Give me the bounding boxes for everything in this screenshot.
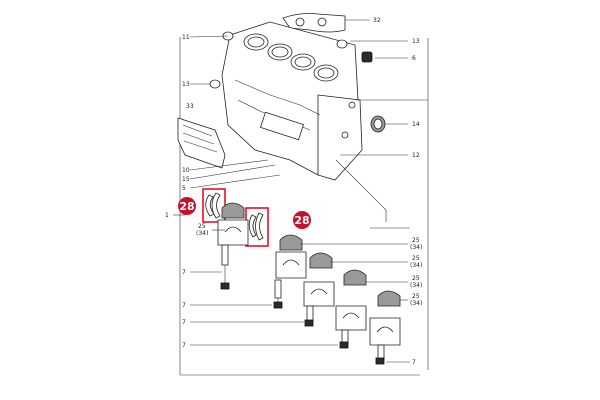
cylinder-block [221,21,410,229]
label-25-e: 25 [412,293,420,300]
label-11: 11 [182,34,190,41]
bearing-leader-lines [190,229,410,363]
bearing-cap-5 [369,290,401,365]
label-7-c: 7 [182,319,186,326]
label-6: 6 [412,55,416,62]
label-33: 33 [186,103,194,110]
label-25-c: 25 [412,255,420,262]
label-7-d: 7 [182,342,186,349]
thrust-washer-left [205,192,221,219]
callout-left-number: 28 [179,200,194,213]
label-34-b: (34) [410,244,422,251]
label-12: 12 [412,152,420,159]
label-15: 15 [182,176,190,183]
bearing-cap-2 [273,234,307,309]
callout-badge-right: 28 [293,211,311,229]
head-gasket-fragment [282,13,370,33]
label-13-left: 13 [182,81,190,88]
thrust-washer-right [248,212,264,241]
label-34-a: (34) [196,230,208,237]
label-1: 1 [165,212,169,219]
label-10: 10 [182,167,190,174]
label-34-e: (34) [410,300,422,307]
bearing-cap-1 [217,202,249,290]
label-34-c: (34) [410,262,422,269]
callout-right-number: 28 [294,214,309,227]
label-14: 14 [412,121,420,128]
label-5: 5 [182,185,186,192]
part-33-bracket [177,117,226,169]
label-32: 32 [373,17,381,24]
label-7-a: 7 [182,269,186,276]
bearing-cap-3 [303,252,335,327]
label-25-b: 25 [412,237,420,244]
bearing-cap-4 [335,269,367,349]
label-34-d: (34) [410,282,422,289]
label-25-a: 25 [198,223,206,230]
label-25-d: 25 [412,275,420,282]
leader-lines [189,35,428,189]
label-7-e: 7 [412,359,416,366]
callout-badge-left: 28 [178,197,196,215]
label-13-right: 13 [412,38,420,45]
label-7-b: 7 [182,302,186,309]
